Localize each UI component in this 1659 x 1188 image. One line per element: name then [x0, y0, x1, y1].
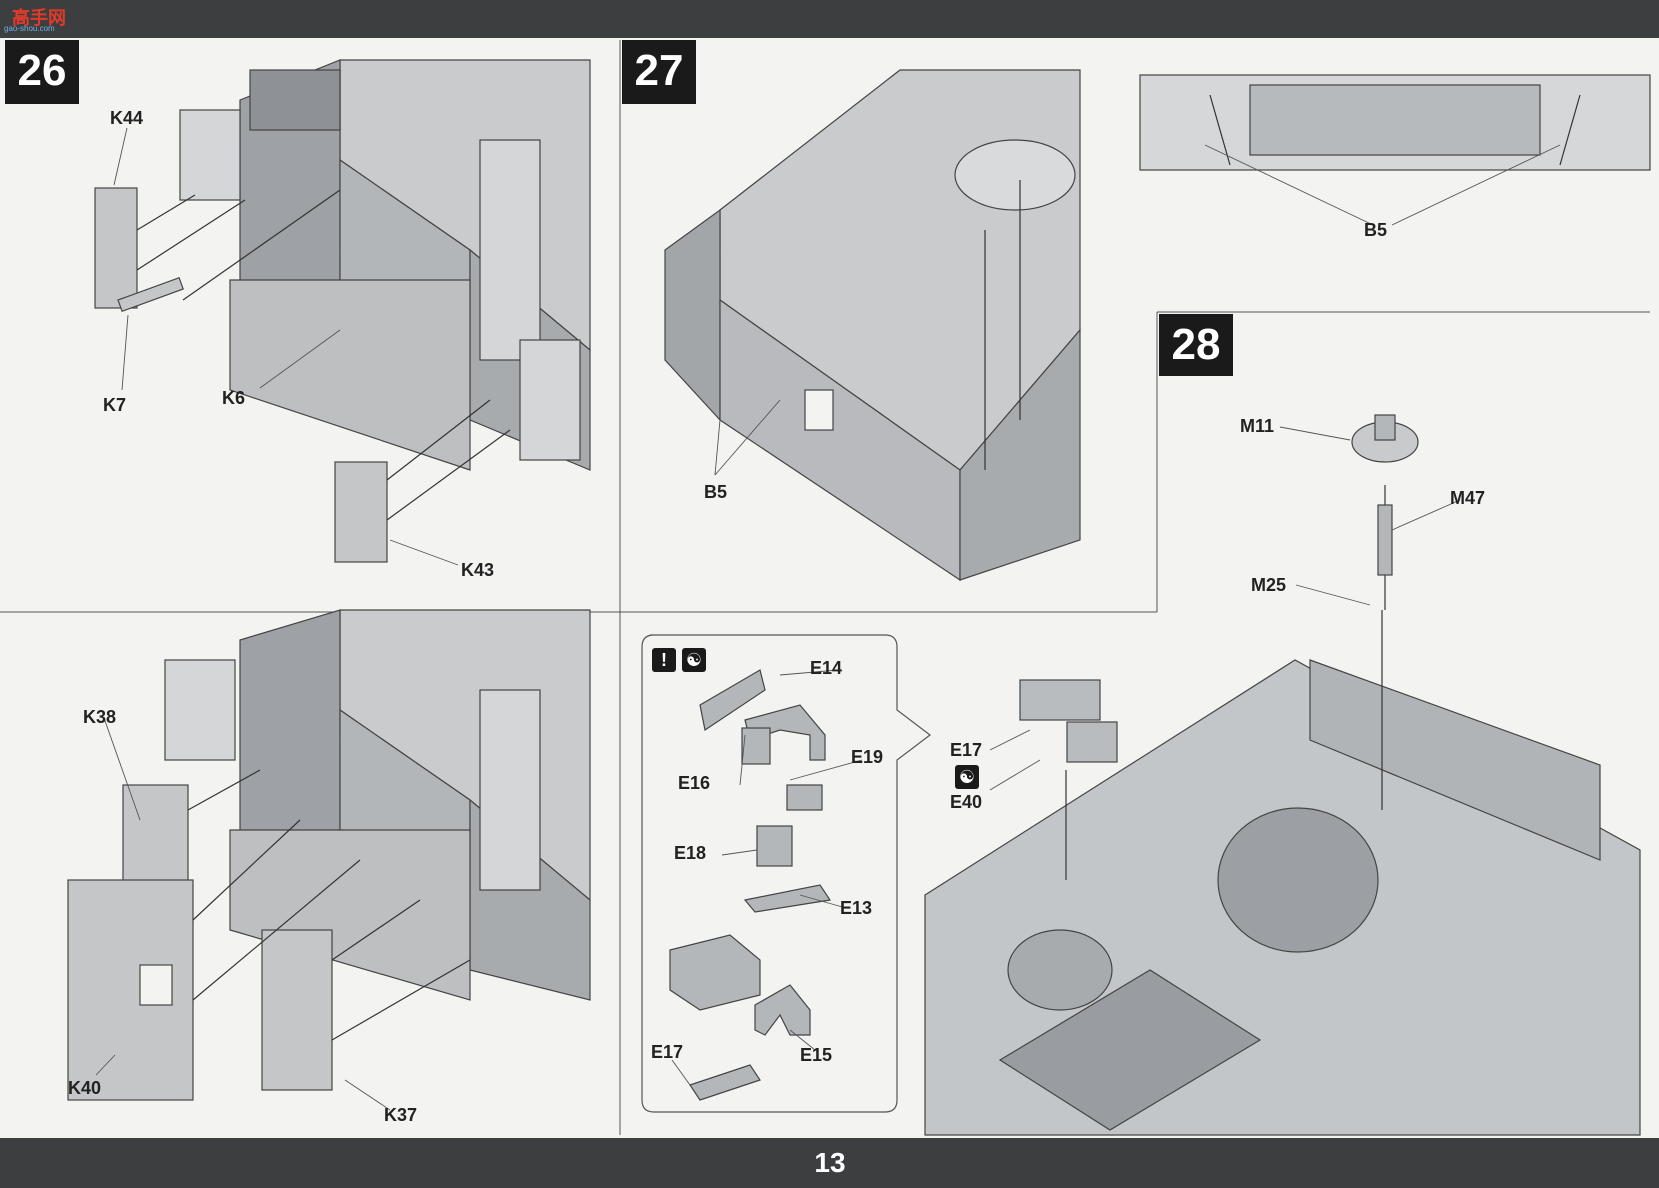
callout-e15: E15 — [800, 1045, 833, 1065]
callout-e19: E19 — [851, 747, 884, 767]
callout-e17: E17 — [950, 740, 983, 760]
step-26-badge: 26 — [5, 40, 79, 104]
step26-hull-bottom — [67, 609, 591, 1101]
callout-b5-main: B5 — [704, 482, 728, 502]
callout-m25: M25 — [1251, 575, 1287, 595]
yin-yang-icon: ☯ — [682, 648, 706, 672]
step28-hull-deck — [924, 414, 1641, 1136]
callout-k38: K38 — [83, 707, 117, 727]
step-28-badge: 28 — [1159, 314, 1233, 376]
page-number: 13 — [814, 1147, 846, 1178]
callout-e13: E13 — [840, 898, 873, 918]
callout-k44: K44 — [110, 108, 144, 128]
bottom-band — [0, 1138, 1659, 1188]
panel-borders — [0, 40, 1650, 1135]
yin-yang-icon: ☯ — [955, 765, 979, 789]
leader-lines — [95, 127, 1561, 1111]
callout-e16: E16 — [678, 773, 711, 793]
callout-k43: K43 — [461, 560, 495, 580]
callout-k6: K6 — [222, 388, 246, 408]
step26-hull-top — [94, 59, 591, 563]
callout-e17-inset: E17 — [651, 1042, 684, 1062]
callout-k7: K7 — [103, 395, 127, 415]
callout-e18: E18 — [674, 843, 707, 863]
callout-m11: M11 — [1240, 416, 1275, 436]
top-band — [0, 0, 1659, 38]
step27-subassembly-box — [641, 634, 931, 1113]
callout-e14: E14 — [810, 658, 843, 678]
step27-hull-rear — [664, 69, 1081, 582]
exclamation-icon: ! — [652, 648, 676, 672]
step-27-badge: 27 — [622, 40, 696, 104]
callout-k40: K40 — [68, 1078, 102, 1098]
callout-m47: M47 — [1450, 488, 1486, 508]
callout-b5-inset: B5 — [1364, 220, 1388, 240]
logo-subtext: gao-shou.com — [4, 24, 55, 33]
step27-inset-detail — [1139, 74, 1651, 171]
site-logo: 高手网 gao-shou.com — [4, 4, 68, 34]
callout-e40: E40 — [950, 792, 983, 812]
logo-text: 高手网 — [12, 8, 66, 28]
callout-k37: K37 — [384, 1105, 418, 1125]
